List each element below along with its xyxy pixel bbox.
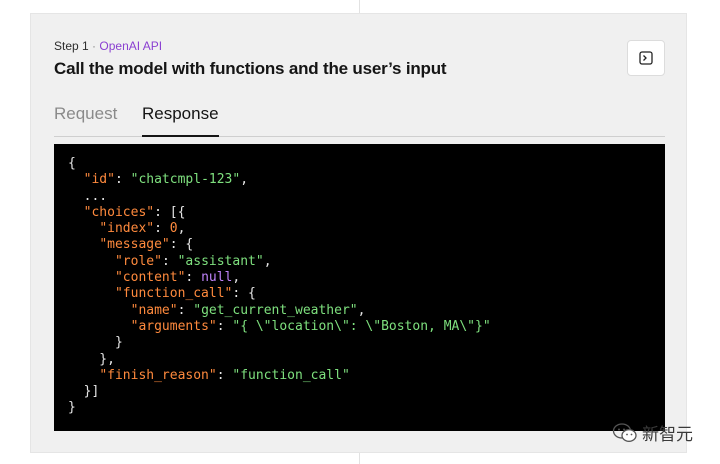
code-name-key: "name" [130, 302, 178, 318]
step-number: Step 1 [54, 39, 89, 53]
code-role-value: "assistant" [177, 253, 264, 269]
active-tab-indicator [142, 135, 219, 137]
terminal-icon [639, 51, 653, 65]
open-terminal-button[interactable] [627, 40, 665, 76]
code-content-value: null [201, 270, 233, 286]
step-label: Step 1 · OpenAI API [54, 39, 162, 53]
code-content-key: "content" [114, 270, 186, 286]
code-message-key: "message" [99, 237, 170, 253]
code-id-value: "chatcmpl-123" [130, 172, 241, 188]
page-title: Call the model with functions and the us… [54, 59, 447, 78]
code-finish-reason-value: "function_call" [232, 367, 350, 383]
code-name-value: "get_current_weather" [193, 302, 358, 318]
step-card: Step 1 · OpenAI API Call the model with … [30, 13, 687, 453]
watermark: 新智元 [612, 420, 693, 445]
code-id-key: "id" [83, 172, 115, 188]
tab-request[interactable]: Request [54, 104, 118, 123]
code-function-call-key: "function_call" [114, 286, 233, 302]
step-separator: · [92, 39, 97, 53]
wechat-icon [612, 422, 637, 442]
code-choices-key: "choices" [83, 204, 155, 220]
code-index-value: 0 [169, 221, 178, 237]
code-role-key: "role" [114, 253, 162, 269]
tab-response[interactable]: Response [142, 104, 219, 123]
code-tabs: Request Response [54, 102, 665, 137]
code-arguments-key: "arguments" [130, 318, 217, 334]
code-index-key: "index" [99, 221, 155, 237]
response-code-block: { "id": "chatcmpl-123", ... "choices": [… [54, 144, 665, 431]
code-ellipsis: ... [83, 188, 108, 204]
step-source: OpenAI API [99, 39, 163, 53]
watermark-text: 新智元 [642, 425, 693, 444]
code-arguments-value: "{ \"location\": \"Boston, MA\"}" [232, 318, 491, 334]
code-finish-reason-key: "finish_reason" [99, 367, 217, 383]
